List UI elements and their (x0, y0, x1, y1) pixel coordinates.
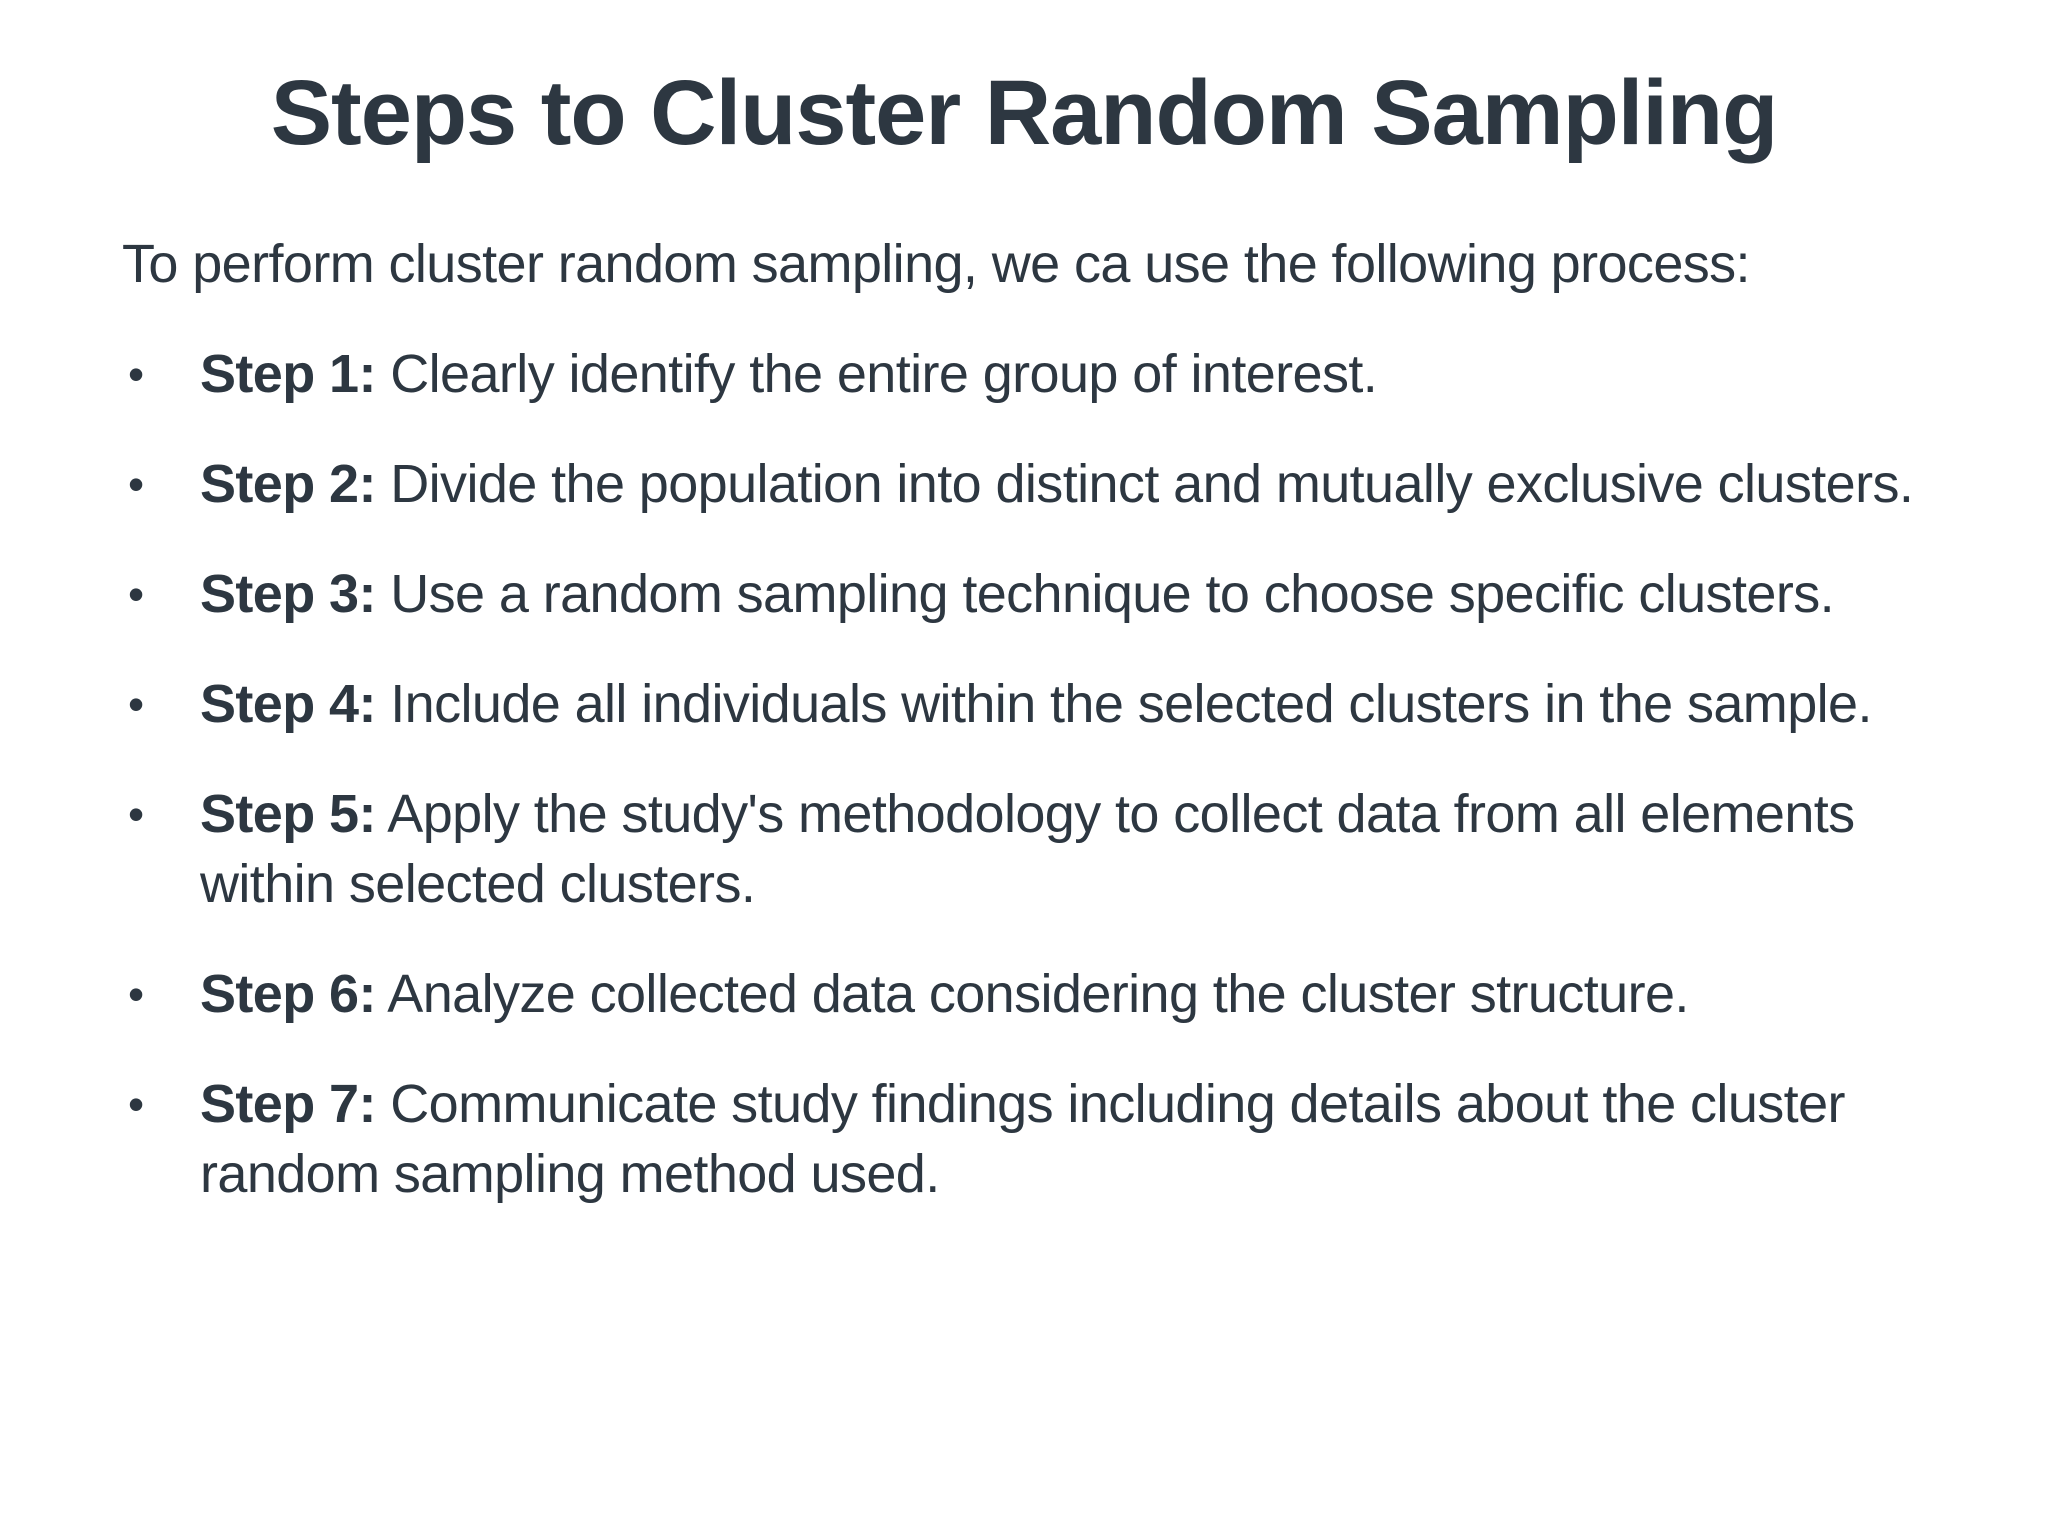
bullet-icon: • (128, 348, 144, 400)
list-item: • Step 3: Use a random sampling techniqu… (122, 559, 2000, 629)
step-description: Communicate study findings including det… (200, 1074, 1845, 1204)
step-description: Analyze collected data considering the c… (387, 964, 1689, 1024)
step-description: Clearly identify the entire group of int… (390, 344, 1378, 404)
step-text: Step 7: Communicate study findings inclu… (200, 1069, 2000, 1209)
step-description: Divide the population into distinct and … (390, 454, 1914, 514)
step-description: Apply the study's methodology to collect… (200, 784, 1855, 914)
list-item: • Step 6: Analyze collected data conside… (122, 959, 2000, 1029)
list-item: • Step 7: Communicate study findings inc… (122, 1069, 2000, 1209)
step-label: Step 1: (200, 344, 376, 404)
step-label: Step 6: (200, 964, 376, 1024)
bullet-icon: • (128, 1078, 144, 1130)
step-label: Step 5: (200, 784, 376, 844)
step-text: Step 2: Divide the population into disti… (200, 449, 2000, 519)
bullet-icon: • (128, 788, 144, 840)
list-item: • Step 2: Divide the population into dis… (122, 449, 2000, 519)
step-label: Step 7: (200, 1074, 376, 1134)
bullet-icon: • (128, 458, 144, 510)
step-text: Step 5: Apply the study's methodology to… (200, 779, 2000, 919)
list-item: • Step 4: Include all individuals within… (122, 669, 2000, 739)
list-item: • Step 5: Apply the study's methodology … (122, 779, 2000, 919)
bullet-icon: • (128, 568, 144, 620)
list-item: • Step 1: Clearly identify the entire gr… (122, 339, 2000, 409)
step-label: Step 4: (200, 674, 376, 734)
step-label: Step 3: (200, 564, 376, 624)
step-description: Include all individuals within the selec… (390, 674, 1872, 734)
step-text: Step 4: Include all individuals within t… (200, 669, 2000, 739)
step-text: Step 1: Clearly identify the entire grou… (200, 339, 2000, 409)
page-title: Steps to Cluster Random Sampling (270, 62, 1779, 164)
bullet-icon: • (128, 968, 144, 1020)
step-text: Step 6: Analyze collected data consideri… (200, 959, 2000, 1029)
step-text: Step 3: Use a random sampling technique … (200, 559, 2000, 629)
steps-list: • Step 1: Clearly identify the entire gr… (122, 339, 2000, 1209)
bullet-icon: • (128, 678, 144, 730)
step-label: Step 2: (200, 454, 376, 514)
intro-paragraph: To perform cluster random sampling, we c… (122, 234, 1751, 294)
step-description: Use a random sampling technique to choos… (390, 564, 1835, 624)
